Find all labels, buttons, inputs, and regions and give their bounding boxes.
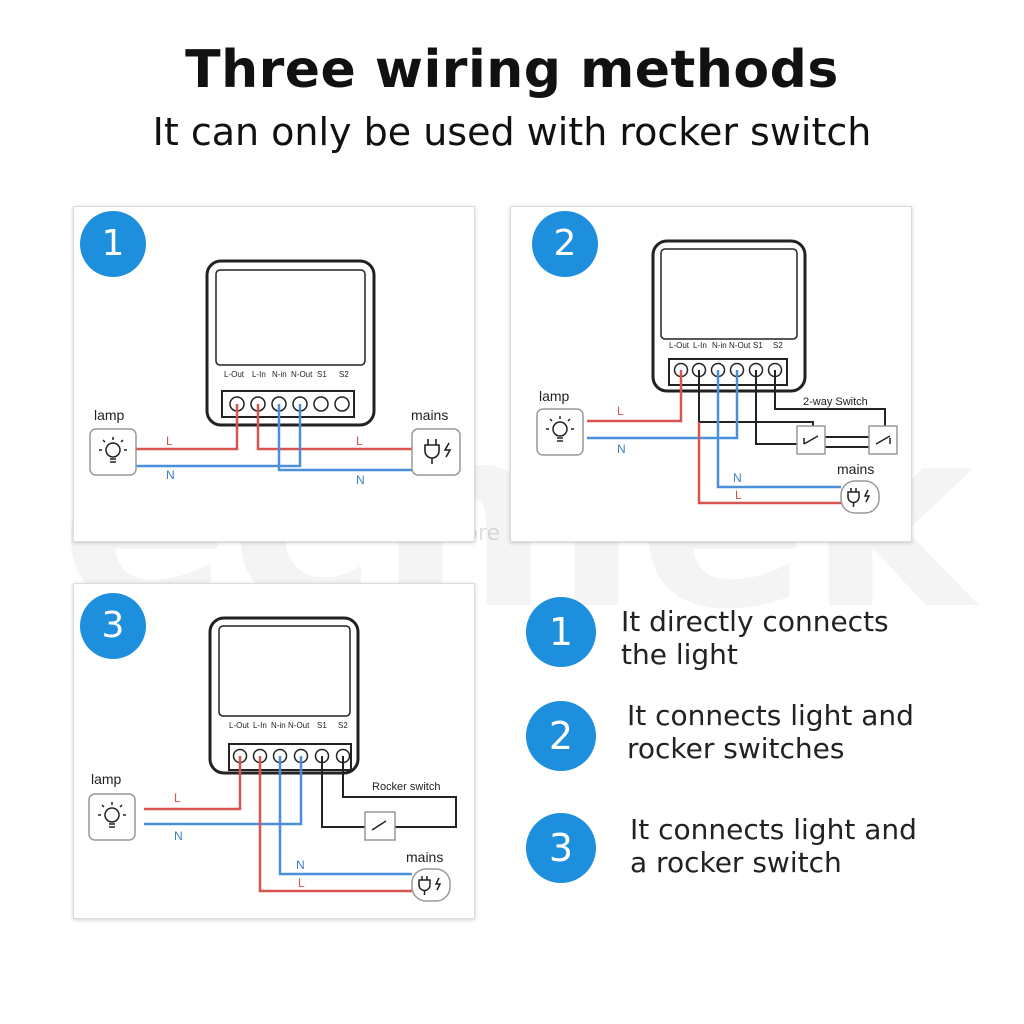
mains-box	[840, 480, 880, 514]
diagram-number-badge: 2	[532, 211, 598, 277]
terminal-label-s2: S2	[338, 721, 348, 730]
mains-label: mains	[837, 461, 874, 477]
live-wire-mains	[697, 422, 841, 505]
terminal-label-s1: S1	[317, 370, 327, 379]
power-plug-icon	[424, 439, 452, 464]
module-screen	[660, 248, 798, 340]
wire-label-neutral: N	[356, 473, 365, 487]
legend-text: It connects light and rocker switches	[627, 699, 914, 765]
terminal-s2	[334, 396, 350, 412]
wire-label-live: L	[356, 434, 363, 448]
live-wire-mains	[256, 404, 412, 451]
switch-wire	[774, 370, 886, 435]
terminal-block	[221, 390, 355, 418]
wire-label-live: L	[617, 404, 624, 418]
diagram-number-badge: 3	[80, 593, 146, 659]
neutral-wire-lamp	[587, 370, 739, 440]
wire-label-neutral: N	[733, 471, 742, 485]
live-wire-lamp	[136, 404, 239, 451]
page-subtitle: It can only be used with rocker switch	[152, 110, 872, 154]
module-screen	[218, 625, 351, 717]
terminal-block	[668, 358, 788, 386]
legend-number-badge: 2	[526, 701, 596, 771]
lamp-box	[536, 408, 584, 456]
mains-box	[411, 428, 461, 476]
lamp-box	[89, 428, 137, 476]
terminal-block	[228, 743, 352, 771]
switch-wire	[755, 370, 813, 445]
neutral-wire-mains	[716, 370, 841, 489]
mains-label: mains	[406, 849, 443, 865]
terminal-label-l-out: L-Out	[224, 370, 245, 379]
terminal-label-s2: S2	[773, 341, 783, 350]
light-bulb-icon	[546, 416, 574, 442]
light-bulb-icon	[99, 437, 127, 463]
terminal-label-n-out: N-Out	[288, 721, 310, 730]
switch-label: 2-way Switch	[803, 396, 868, 408]
lamp-label: lamp	[91, 771, 122, 787]
switch-label: Rocker switch	[372, 781, 440, 793]
neutral-wire-mains	[277, 404, 412, 472]
diagram-panel-3: 3 L-Out L-In N-in N-Out S1 S2 Rocker swi…	[73, 583, 475, 919]
terminal-label-l-in: L-In	[693, 341, 707, 350]
lamp-label: lamp	[539, 388, 570, 404]
terminal-label-s1: S1	[317, 721, 327, 730]
terminal-label-n-in: N-in	[271, 721, 286, 730]
lamp-label: lamp	[94, 407, 125, 423]
live-wire-lamp	[144, 756, 242, 811]
legend-number-badge: 3	[526, 813, 596, 883]
diagram-number-badge: 1	[80, 211, 146, 277]
switch-wire	[342, 756, 457, 828]
page-title: Three wiring methods	[185, 40, 839, 100]
wire-label-live: L	[174, 791, 181, 805]
lamp-box	[88, 793, 136, 841]
diagram-panel-2: 2 L-Out L-In N-in N-Out S1 S2 2-way Swit…	[510, 206, 912, 542]
legend-text: It connects light and a rocker switch	[630, 813, 917, 879]
terminal-label-n-in: N-in	[712, 341, 727, 350]
terminal-label-s2: S2	[339, 370, 349, 379]
wire-label-neutral: N	[174, 829, 183, 843]
terminal-label-n-out: N-Out	[729, 341, 751, 350]
wire-label-live: L	[735, 488, 742, 502]
neutral-wire-mains	[278, 756, 412, 876]
diagram-panel-1: 1 L-Out L-In N-in N-Out S1 S2 L N L N la…	[73, 206, 475, 542]
wiring-diagram: L-Out L-In N-in N-Out S1 S2 2-way Switch	[536, 239, 898, 514]
terminal-label-l-in: L-In	[252, 370, 266, 379]
neutral-wire-lamp	[144, 756, 303, 826]
terminal-label-l-in: L-In	[253, 721, 267, 730]
rocker-switch	[364, 811, 396, 841]
mains-box	[411, 868, 451, 902]
terminal-label-s1: S1	[753, 341, 763, 350]
neutral-wire-lamp	[136, 404, 302, 468]
light-bulb-icon	[98, 802, 126, 828]
power-plug-icon	[847, 488, 871, 507]
terminal-label-l-out: L-Out	[669, 341, 690, 350]
wire-label-neutral: N	[617, 442, 626, 456]
wire-label-live: L	[298, 876, 305, 890]
wire-label-neutral: N	[296, 858, 305, 872]
wiring-diagram: L-Out L-In N-in N-Out S1 S2 Rocker switc…	[88, 616, 457, 902]
switch-wire	[321, 756, 368, 828]
terminal-label-l-out: L-Out	[229, 721, 250, 730]
legend-text: It directly connects the light	[621, 605, 889, 671]
wire-label-live: L	[166, 434, 173, 448]
terminal-label-n-in: N-in	[272, 370, 287, 379]
wiring-diagram: L-Out L-In N-in N-Out S1 S2 L N L N lamp	[89, 259, 461, 487]
terminal-label-n-out: N-Out	[291, 370, 313, 379]
terminal-s1	[313, 396, 329, 412]
legend-number-badge: 1	[526, 597, 596, 667]
power-plug-icon	[418, 876, 442, 895]
wire-label-neutral: N	[166, 468, 175, 482]
module-screen	[215, 269, 366, 366]
live-wire-mains	[258, 756, 412, 893]
mains-label: mains	[411, 407, 448, 423]
live-wire-lamp	[587, 370, 683, 423]
